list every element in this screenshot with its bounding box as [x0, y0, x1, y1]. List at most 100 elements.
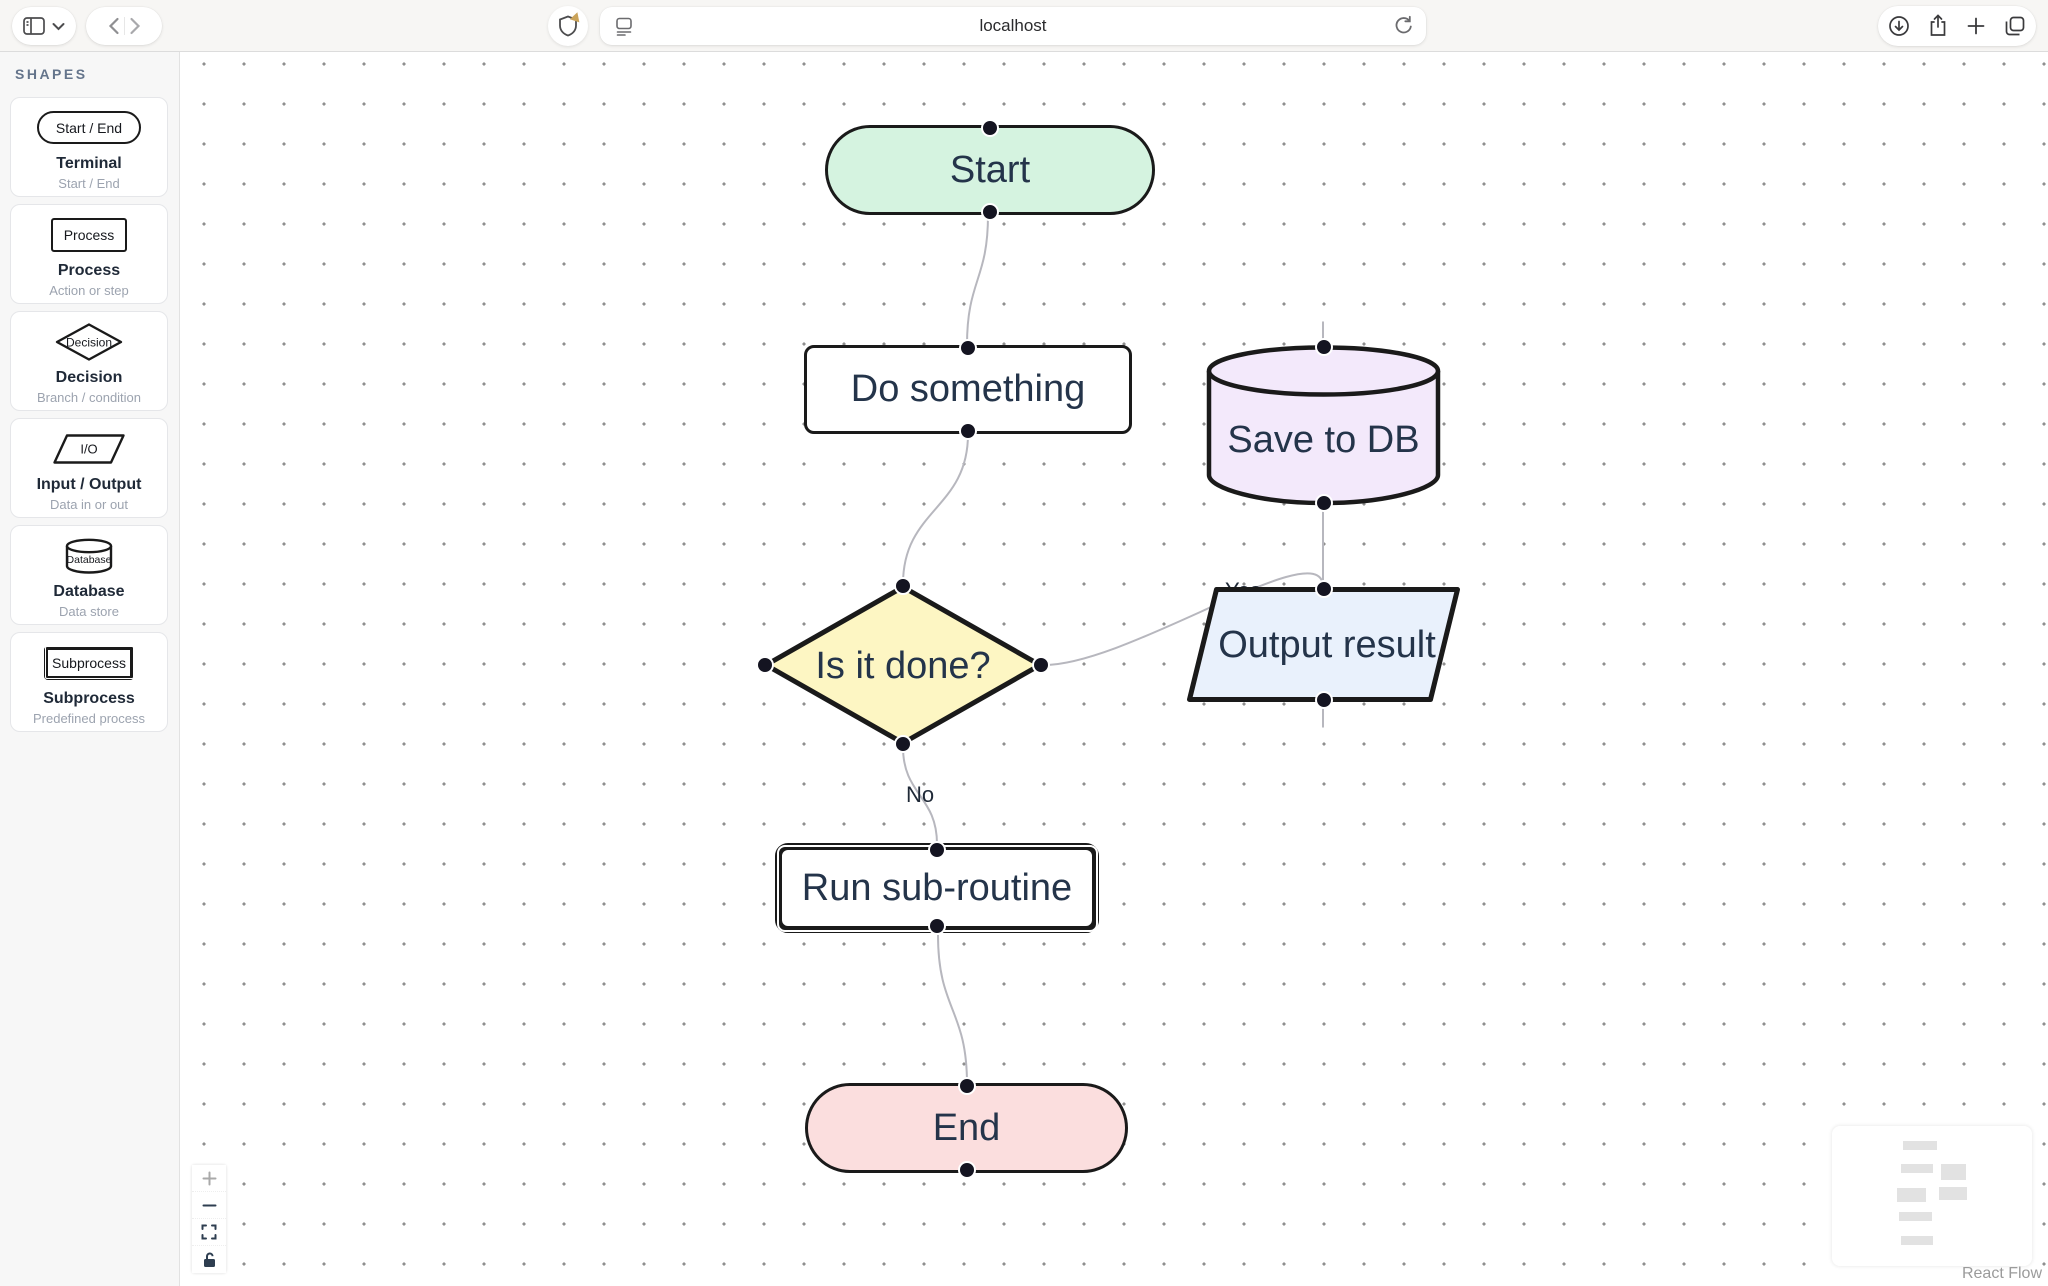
- forward-icon[interactable]: [129, 17, 141, 35]
- process-shape-preview: Process: [51, 213, 127, 257]
- card-title: Terminal: [56, 154, 122, 172]
- toolbar-right-buttons: [1878, 6, 2036, 46]
- preview-label: Database: [67, 554, 112, 566]
- download-icon[interactable]: [1888, 15, 1910, 37]
- handle-bottom[interactable]: [1314, 494, 1333, 512]
- browser-toolbar: localhost: [0, 0, 2048, 52]
- handle-bottom[interactable]: [1314, 691, 1333, 709]
- node-label: End: [932, 1106, 1001, 1149]
- lock-button[interactable]: [192, 1246, 226, 1273]
- zoom-out-button[interactable]: [192, 1192, 226, 1219]
- card-description: Data in or out: [49, 496, 129, 512]
- handle-top[interactable]: [894, 577, 912, 595]
- handle-bottom[interactable]: [981, 203, 999, 221]
- card-description: Branch / condition: [36, 389, 142, 405]
- edge-do-decision[interactable]: [902, 433, 969, 585]
- card-title: Subprocess: [43, 689, 135, 707]
- sidebar-toggle-button[interactable]: [12, 7, 76, 45]
- node-start[interactable]: Start: [825, 119, 1155, 221]
- nav-divider: [123, 17, 125, 35]
- node-label: Is it done?: [815, 645, 990, 687]
- card-title: Process: [57, 261, 121, 279]
- share-icon[interactable]: [1928, 14, 1948, 38]
- decision-shape-preview: Decision: [55, 320, 123, 364]
- fit-view-icon: [201, 1224, 217, 1240]
- node-do-something[interactable]: Do something: [804, 339, 1132, 440]
- card-title: Database: [53, 582, 125, 600]
- chevron-down-icon: [52, 22, 65, 31]
- node-label: Start: [949, 148, 1031, 191]
- handle-top[interactable]: [928, 841, 946, 859]
- handle-top[interactable]: [1314, 580, 1333, 598]
- node-output-result[interactable]: Output result: [1187, 580, 1460, 709]
- preview-label: I/O: [80, 441, 97, 456]
- minimap-node-is-it-done: [1897, 1188, 1926, 1202]
- minimap-node-start: [1903, 1141, 1937, 1150]
- address-bar[interactable]: localhost: [600, 7, 1426, 45]
- edge-decision-subroutine[interactable]: [902, 746, 938, 845]
- reload-icon[interactable]: [1393, 15, 1414, 41]
- edges-layer: [902, 214, 1324, 1085]
- privacy-shield-button[interactable]: [548, 6, 588, 46]
- shape-card-process[interactable]: Process Process Action or step: [10, 204, 168, 304]
- nav-buttons: [86, 7, 162, 45]
- preview-label: Start / End: [55, 119, 123, 136]
- card-description: Action or step: [49, 282, 129, 298]
- node-is-it-done[interactable]: Is it done?: [756, 577, 1050, 753]
- node-save-to-db[interactable]: Save to DB: [1205, 338, 1442, 512]
- node-end[interactable]: End: [805, 1077, 1128, 1179]
- shape-card-io[interactable]: I/O Input / Output Data in or out: [10, 418, 168, 518]
- edge-label-no: No: [905, 782, 935, 807]
- shape-card-decision[interactable]: Decision Decision Branch / condition: [10, 311, 168, 411]
- node-label: Do something: [850, 368, 1086, 410]
- terminal-shape-preview: Start / End: [37, 106, 141, 150]
- minimap[interactable]: [1832, 1126, 2032, 1266]
- preview-label: Process: [63, 226, 115, 243]
- shape-card-subprocess[interactable]: Subprocess Subprocess Predefined process: [10, 632, 168, 732]
- card-description: Predefined process: [32, 710, 145, 726]
- card-title: Input / Output: [36, 475, 142, 493]
- node-label: Run sub-routine: [801, 866, 1073, 909]
- url-text: localhost: [979, 16, 1047, 35]
- database-shape-preview: Database: [64, 534, 114, 578]
- handle-right[interactable]: [1032, 656, 1050, 674]
- edge-start-do[interactable]: [966, 214, 989, 346]
- handle-bottom[interactable]: [959, 422, 977, 440]
- preview-label: Decision: [66, 335, 112, 349]
- handle-bottom[interactable]: [928, 917, 946, 935]
- shape-card-terminal[interactable]: Start / End Terminal Start / End: [10, 97, 168, 197]
- io-shape-preview: I/O: [53, 427, 125, 471]
- minimap-node-save-to-db: [1941, 1164, 1966, 1180]
- fit-view-button[interactable]: [192, 1219, 226, 1246]
- minimap-node-end: [1901, 1236, 1933, 1245]
- node-run-subroutine[interactable]: Run sub-routine: [775, 841, 1099, 935]
- minimap-node-output-result: [1939, 1187, 1967, 1200]
- minimap-node-run-subroutine: [1899, 1212, 1932, 1221]
- card-description: Data store: [59, 603, 119, 619]
- shield-icon: [558, 15, 578, 37]
- handle-top[interactable]: [959, 339, 977, 357]
- node-label: Output result: [1218, 624, 1436, 666]
- node-label: Save to DB: [1227, 419, 1419, 461]
- zoom-in-button[interactable]: [192, 1165, 226, 1192]
- handle-left[interactable]: [756, 656, 774, 674]
- shape-card-database[interactable]: Database Database Data store: [10, 525, 168, 625]
- shapes-sidebar: SHAPES Start / End Terminal Start / End …: [0, 52, 180, 1286]
- handle-top[interactable]: [1314, 338, 1333, 356]
- reader-icon[interactable]: [614, 16, 634, 41]
- back-icon[interactable]: [108, 17, 120, 35]
- handle-bottom[interactable]: [894, 735, 912, 753]
- handle-bottom[interactable]: [957, 1161, 976, 1179]
- zoom-out-icon: [202, 1204, 216, 1206]
- subprocess-shape-preview: Subprocess: [44, 641, 134, 685]
- flow-canvas[interactable]: Yes No Start Do something Save to DB Is …: [180, 52, 2048, 1286]
- tabs-icon[interactable]: [2004, 15, 2026, 37]
- sidebar-title: SHAPES: [15, 66, 88, 82]
- handle-top[interactable]: [957, 1077, 976, 1095]
- zoom-in-icon: [202, 1171, 216, 1185]
- new-tab-icon[interactable]: [1966, 16, 1986, 36]
- edge-subroutine-end[interactable]: [937, 934, 968, 1085]
- card-title: Decision: [55, 368, 123, 386]
- handle-top[interactable]: [981, 119, 999, 137]
- sidebar-toggle-icon: [23, 17, 45, 35]
